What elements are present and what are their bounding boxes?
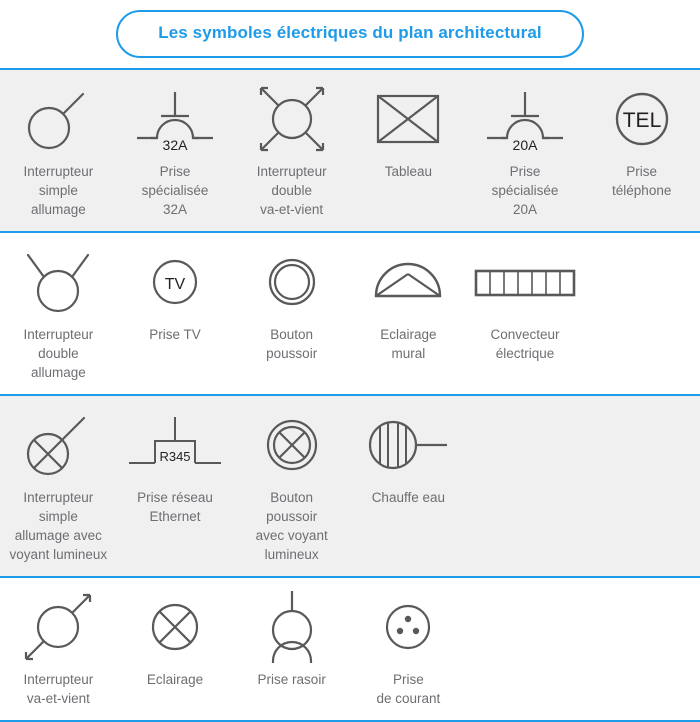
- page-title: Les symboles électriques du plan archite…: [158, 23, 542, 42]
- symbol-cell-interrupteur-simple-allumage[interactable]: Interrupteur simple allumage: [0, 70, 117, 231]
- page-title-container: Les symboles électriques du plan archite…: [0, 0, 700, 68]
- symbol-cell-empty-spacer: [467, 578, 584, 600]
- push-button-symbol: [237, 243, 346, 321]
- socket-rating-text: 20A: [513, 137, 539, 153]
- symbol-label: Prise de courant: [376, 672, 441, 706]
- push-button-indicator-symbol: [237, 406, 346, 484]
- symbol-cell-interrupteur-va-et-vient[interactable]: Interrupteur va-et-vient: [0, 578, 117, 720]
- symbol-cell-prise-tv[interactable]: TV Prise TV: [117, 233, 234, 356]
- symbol-row-1: Interrupteur simple allumage 32A Prise s…: [0, 68, 700, 233]
- symbol-label: Prise TV: [149, 327, 201, 342]
- symbol-cell-interrupteur-simple-voyant[interactable]: Interrupteur simple allumage avec voyant…: [0, 396, 117, 576]
- symbol-cell-bouton-poussoir[interactable]: Bouton poussoir: [233, 233, 350, 375]
- telephone-socket-text: TEL: [622, 109, 661, 132]
- switch-single-indicator-symbol: [4, 406, 113, 484]
- symbol-label: Prise réseau Ethernet: [137, 490, 213, 524]
- switch-single-symbol: [4, 80, 113, 158]
- page-title-pill: Les symboles électriques du plan archite…: [116, 10, 584, 58]
- lighting-symbol: [121, 588, 230, 666]
- symbol-row-2: Interrupteur double allumage TV Prise TV…: [0, 233, 700, 396]
- symbol-label: Chauffe eau: [371, 490, 446, 505]
- panel-board-symbol: [354, 80, 463, 158]
- symbol-label: Interrupteur va-et-vient: [23, 672, 94, 706]
- symbol-row-4: Interrupteur va-et-vient Eclairage: [0, 578, 700, 722]
- symbol-cell-prise-specialisee-20a[interactable]: 20A Prise spécialisée 20A: [467, 70, 584, 231]
- shaver-socket-symbol: [237, 588, 346, 666]
- symbol-row-3: Interrupteur simple allumage avec voyant…: [0, 396, 700, 578]
- symbol-cell-prise-rasoir[interactable]: Prise rasoir: [233, 578, 350, 701]
- symbol-label: Bouton poussoir avec voyant lumineux: [255, 490, 328, 562]
- symbol-cell-convecteur-electrique[interactable]: Convecteur électrique: [467, 233, 584, 375]
- symbol-cell-prise-reseau-ethernet[interactable]: R345 Prise réseau Ethernet: [117, 396, 234, 538]
- symbol-cell-eclairage[interactable]: Eclairage: [117, 578, 234, 701]
- symbol-cell-empty-spacer: [583, 578, 700, 600]
- symbol-cell-tableau[interactable]: Tableau: [350, 70, 467, 193]
- ethernet-socket-symbol: R345: [121, 406, 230, 484]
- symbol-label: Prise spécialisée 32A: [141, 164, 209, 217]
- symbol-cell-prise-telephone[interactable]: TEL Prise téléphone: [583, 70, 700, 212]
- symbol-cell-interrupteur-double-va-et-vient[interactable]: Interrupteur double va-et-vient: [233, 70, 350, 231]
- symbol-cell-eclairage-mural[interactable]: Eclairage mural: [350, 233, 467, 375]
- power-socket-symbol: [354, 588, 463, 666]
- symbol-label: Interrupteur simple allumage: [23, 164, 94, 217]
- symbol-label: Tableau: [384, 164, 432, 179]
- symbol-cell-chauffe-eau[interactable]: Chauffe eau: [350, 396, 467, 519]
- symbol-cell-prise-de-courant[interactable]: Prise de courant: [350, 578, 467, 720]
- symbol-label: Bouton poussoir: [266, 327, 318, 361]
- switch-two-way-symbol: [4, 588, 113, 666]
- symbol-cell-empty-spacer: [467, 396, 584, 418]
- socket-specialized-symbol: 20A: [471, 80, 580, 158]
- symbol-label: Prise spécialisée 20A: [491, 164, 559, 217]
- symbol-label: Interrupteur double va-et-vient: [256, 164, 327, 217]
- symbol-label: Convecteur électrique: [490, 327, 560, 361]
- symbol-cell-empty-spacer: [583, 233, 700, 255]
- convector-symbol: [471, 243, 580, 321]
- switch-double-symbol: [4, 243, 113, 321]
- ethernet-socket-text: R345: [159, 449, 190, 464]
- symbol-cell-prise-specialisee-32a[interactable]: 32A Prise spécialisée 32A: [117, 70, 234, 231]
- tv-socket-symbol: TV: [121, 243, 230, 321]
- socket-rating-text: 32A: [163, 137, 189, 153]
- symbol-cell-empty-spacer: [583, 396, 700, 418]
- water-heater-symbol: [354, 406, 463, 484]
- symbol-cell-interrupteur-double-allumage[interactable]: Interrupteur double allumage: [0, 233, 117, 394]
- symbol-label: Eclairage mural: [380, 327, 437, 361]
- symbol-cell-bouton-poussoir-voyant[interactable]: Bouton poussoir avec voyant lumineux: [233, 396, 350, 576]
- telephone-socket-symbol: TEL: [587, 80, 696, 158]
- tv-socket-text: TV: [165, 276, 186, 293]
- wall-light-symbol: [354, 243, 463, 321]
- symbol-label: Interrupteur double allumage: [23, 327, 94, 380]
- switch-double-two-way-symbol: [237, 80, 346, 158]
- symbol-label: Interrupteur simple allumage avec voyant…: [9, 490, 108, 562]
- symbol-label: Prise téléphone: [612, 164, 672, 198]
- socket-specialized-symbol: 32A: [121, 80, 230, 158]
